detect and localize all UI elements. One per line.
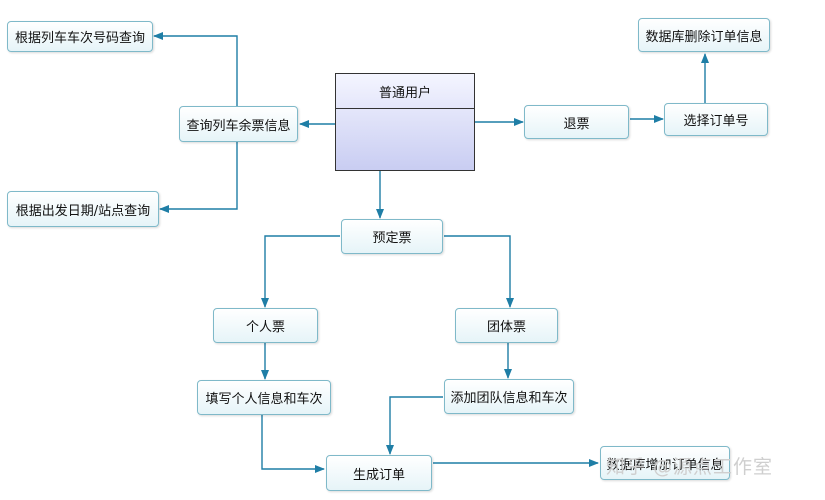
node-query-by-train: 根据列车车次号码查询	[7, 21, 153, 52]
node-individual-ticket: 个人票	[213, 308, 318, 343]
node-add-group-info: 添加团队信息和车次	[444, 379, 574, 414]
edge-book-to-individual	[261, 235, 340, 308]
edge-add-to-generate	[386, 396, 443, 455]
user-class-title: 普通用户	[336, 74, 474, 109]
watermark-text: 知乎 @源点工作室	[606, 456, 774, 478]
node-fill-individual-info: 填写个人信息和车次	[197, 380, 331, 415]
edge-remaining-to-train-query	[153, 32, 238, 106]
node-db-delete-order: 数据库删除订单信息	[638, 18, 770, 52]
node-refund: 退票	[524, 105, 629, 139]
node-query-remaining: 查询列车余票信息	[179, 106, 298, 142]
user-class-box: 普通用户	[335, 73, 475, 171]
node-group-ticket: 团体票	[455, 308, 558, 343]
node-query-by-date-station: 根据出发日期/站点查询	[7, 191, 159, 227]
node-select-order: 选择订单号	[664, 103, 768, 136]
edge-fill-to-generate	[261, 414, 325, 473]
node-db-add-order: 数据库增加订单信息	[600, 446, 730, 480]
node-book-ticket: 预定票	[341, 219, 443, 254]
edge-book-to-group	[444, 235, 514, 308]
node-generate-order: 生成订单	[326, 455, 432, 491]
edge-remaining-to-date-query	[159, 142, 238, 213]
